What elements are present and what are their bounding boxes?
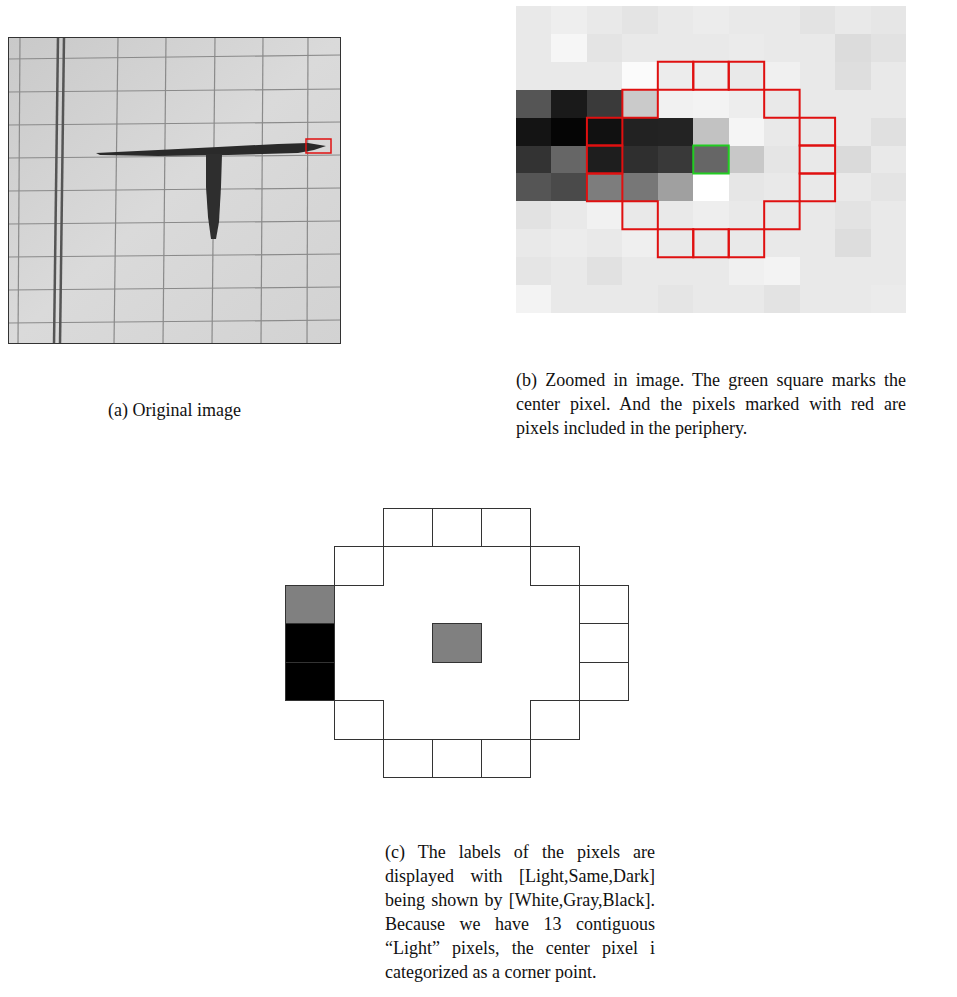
pixel-grid (516, 6, 906, 313)
photo-illustration (8, 37, 341, 344)
figure-caption: (a) Original image (8, 398, 341, 422)
figure-caption: (b) Zoomed in image. The green square ma… (516, 368, 906, 440)
figure-caption: (c) The labels of the pixels are display… (385, 840, 655, 984)
label-diagram (280, 503, 634, 783)
